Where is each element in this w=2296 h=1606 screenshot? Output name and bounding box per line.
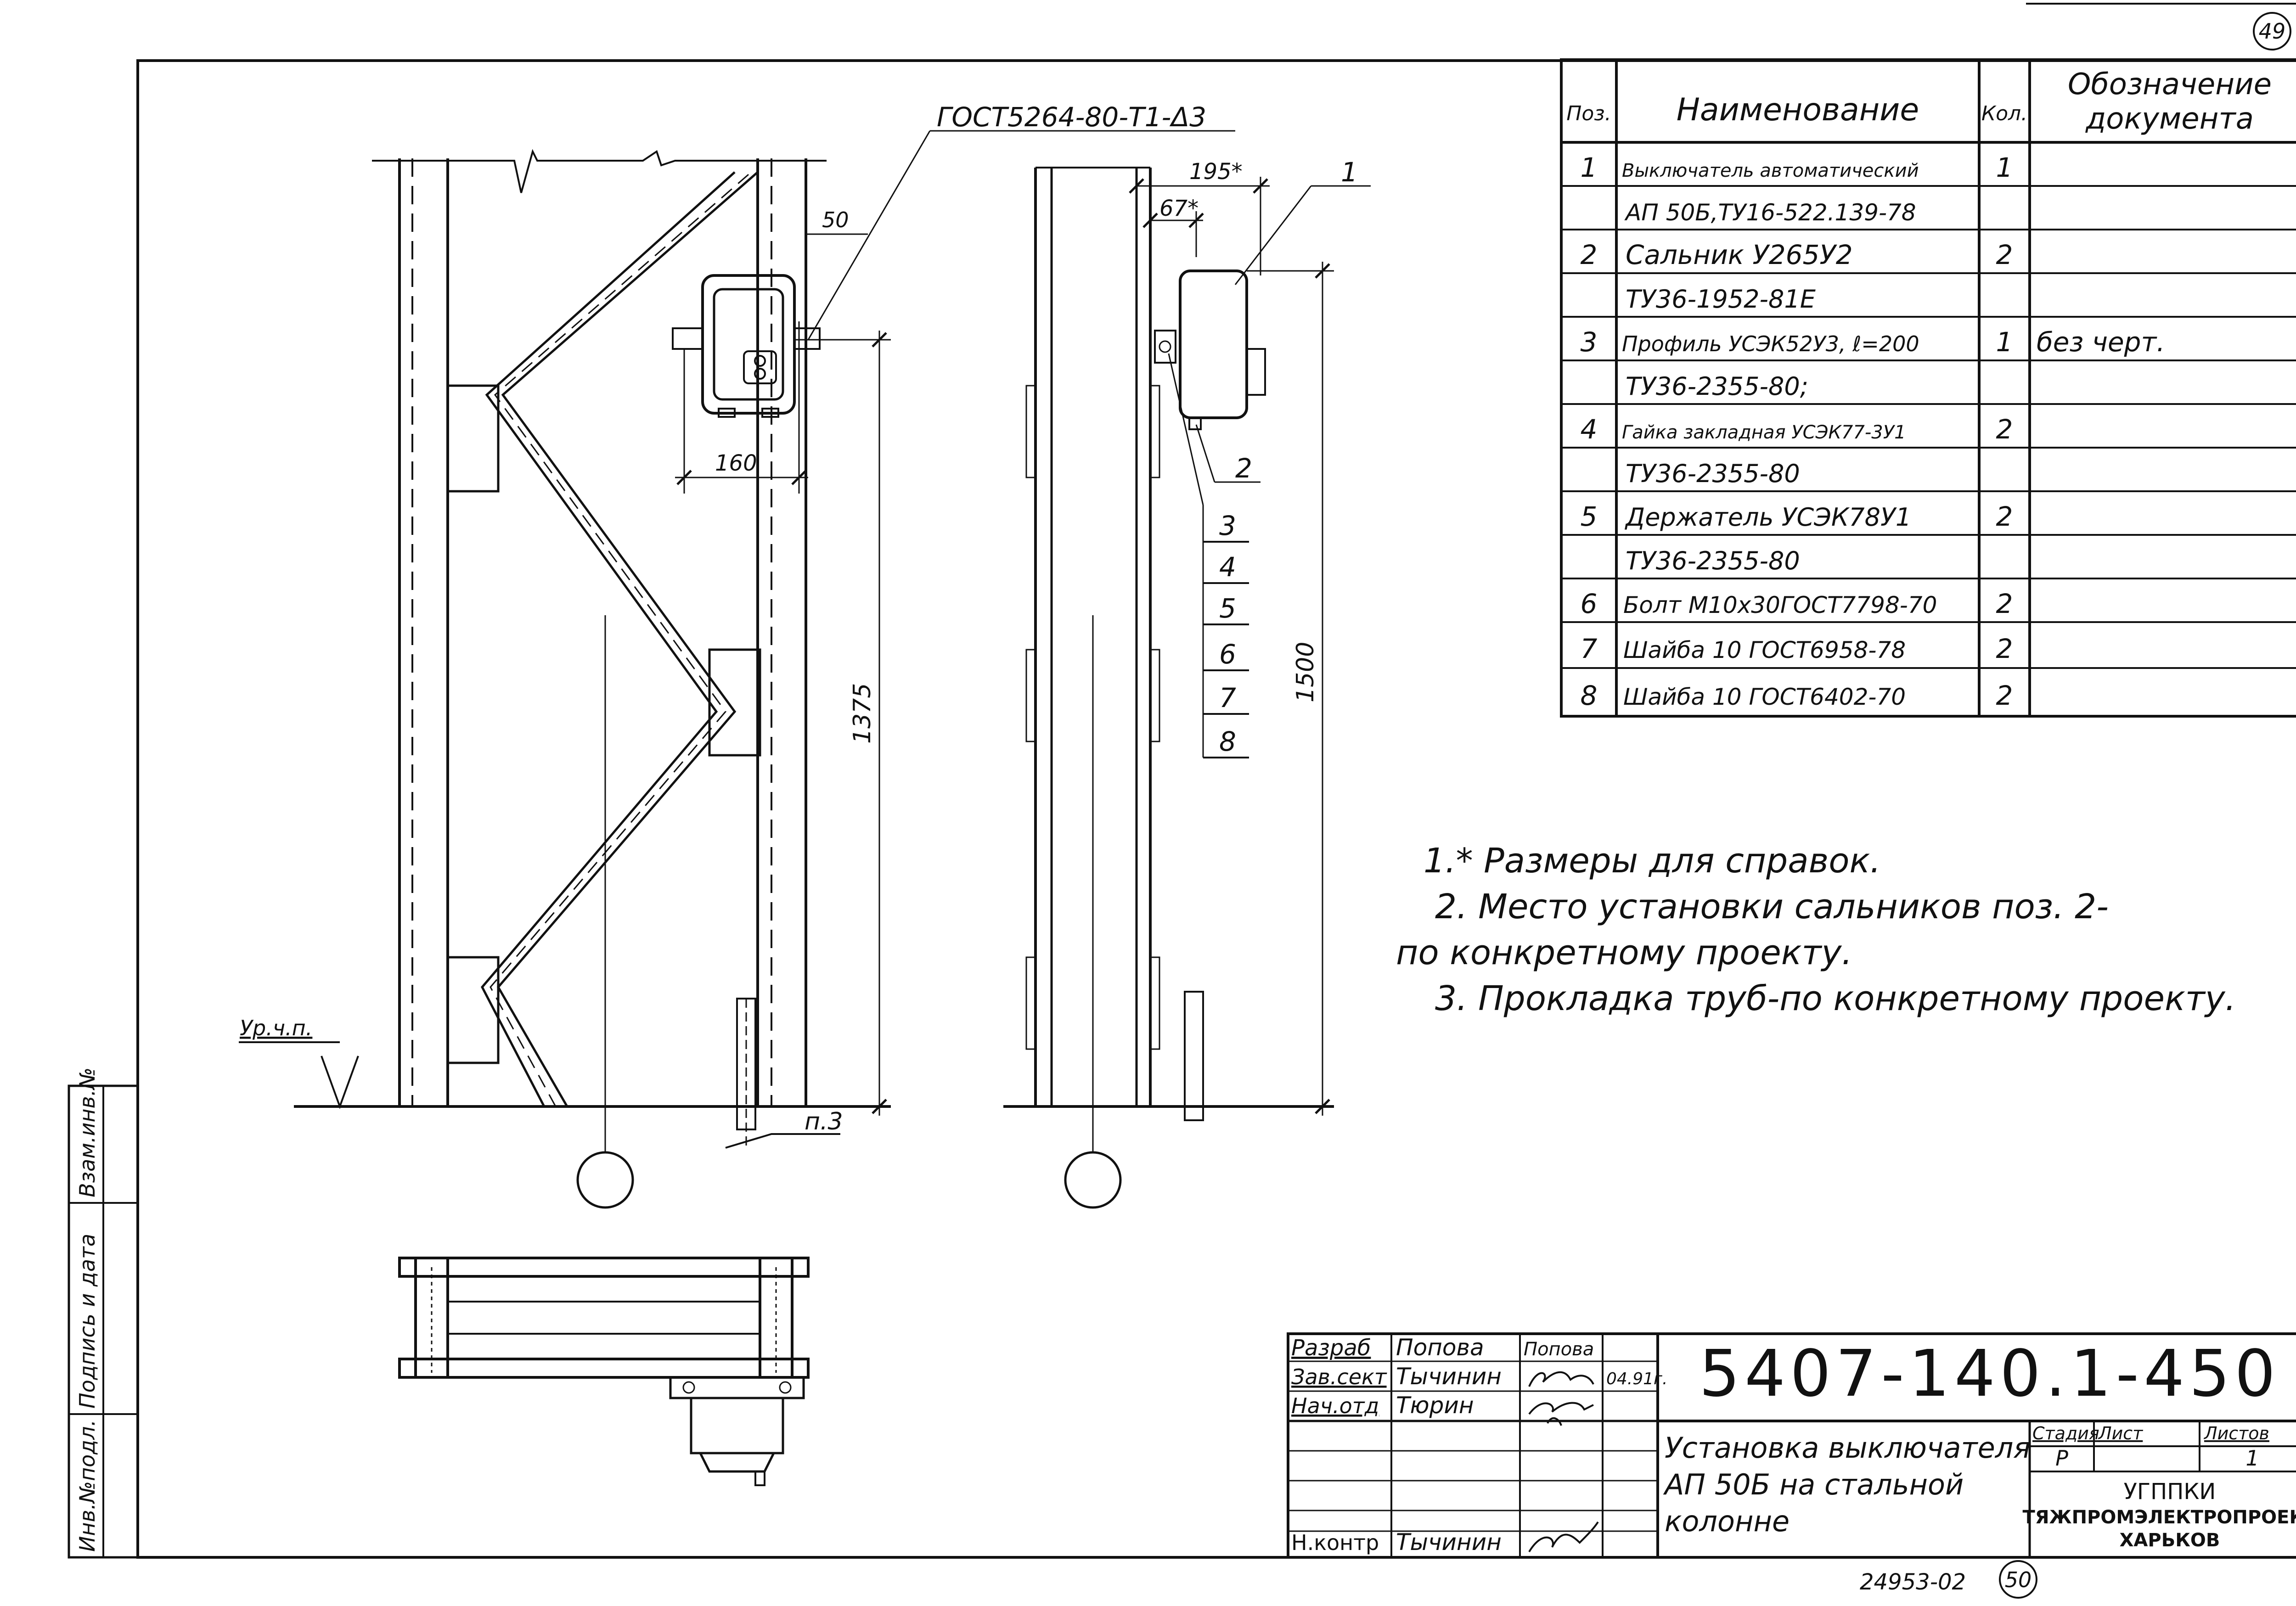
row-6-name: ТУ36-2355-80; [1626,372,1808,401]
side-view: 195* 67* 1500 1 2 3 4 5 6 7 8 [1003,157,1371,1209]
row-10-name: ТУ36-2355-80 [1626,546,1800,575]
row-11-pos: 6 [1581,588,1598,619]
spec-col-pos: 1 2 3 4 5 6 7 8 [1581,152,1598,711]
dim-50: 50 [822,208,849,232]
sheets-value: 1 [2245,1446,2259,1471]
title-line-1: Установка выключателя [1665,1431,2031,1465]
callout-7: 7 [1219,682,1236,713]
sheet-number-bottom: 50 [1999,1560,2037,1599]
sheet-label: Лист [2098,1423,2144,1443]
role-razrab: Разраб [1291,1335,1371,1361]
sheets-label: Листов [2203,1423,2269,1443]
note-1: 1.* Размеры для справок. [1424,841,1881,881]
row-11-qty: 2 [1996,588,2013,619]
row-3-pos: 2 [1581,239,1598,270]
name-tychinin: Тычинин [1396,1363,1502,1390]
title-line-3: колонне [1665,1505,1790,1538]
org-line-1: УГППКИ [2124,1479,2216,1505]
row-8-name: ТУ36-2355-80 [1626,459,1800,488]
name-tychinin-2: Тычинин [1396,1529,1502,1555]
pipe-label: п.3 [805,1108,843,1135]
callout-6: 6 [1219,639,1236,670]
row-12-name: Шайба 10 ГОСТ6958-78 [1623,637,1906,663]
sheet-frame [136,3,2296,1559]
row-13-pos: 8 [1581,680,1598,711]
side-stamp-inv: Инв.№подл. [75,1420,100,1552]
name-tyurin: Тюрин [1396,1392,1474,1419]
hdr-doc-1: Обозначение [2068,67,2272,101]
row-9-name: Держатель УСЭК78У1 [1625,503,1911,532]
row-4-name: ТУ36-1952-81Е [1626,285,1816,314]
signature-tyurin [1528,1402,1594,1426]
row-7-name: Гайка закладная УСЭК77-3У1 [1622,422,1906,443]
row-5-pos: 3 [1581,326,1598,358]
row-3-name: Сальник У265У2 [1626,239,1853,270]
note-2-cont: по конкретному проекту. [1396,933,1852,972]
note-2: 2. Место установки сальников поз. 2- [1435,887,2109,927]
row-5-doc: без черт. [2037,326,2165,358]
callout-8: 8 [1219,726,1236,757]
signature-nkontr [1528,1521,1599,1553]
role-nachotd: Нач.отд [1291,1393,1379,1418]
stage-label: Стадия [2032,1423,2099,1443]
row-7-pos: 4 [1581,414,1598,445]
row-11-name: Болт М10х30ГОСТ7798-70 [1623,592,1937,618]
level-label: Ур.ч.п. [240,1016,312,1040]
hdr-pos: Поз. [1566,102,1611,125]
plan-section [398,1257,810,1486]
row-2-name: АП 50Б,ТУ16-522.139-78 [1624,199,1916,226]
dim-195: 195* [1189,159,1243,185]
row-9-qty: 2 [1996,501,2013,532]
spec-table: Поз. Наименование Кол. Обозначение докум… [1560,58,2296,718]
side-stamp-sign: Подпись и дата [75,1234,100,1409]
row-5-name: Профиль УСЭК52У3, ℓ=200 [1622,331,1919,356]
hdr-name: Наименование [1677,92,1919,128]
role-nkontr: Н.контр [1291,1530,1379,1555]
callout-3: 3 [1219,510,1236,541]
side-stamp-vzam: Взам.инв.№ [75,1067,100,1197]
row-3-qty: 2 [1996,239,2013,270]
row-12-pos: 7 [1581,633,1598,664]
role-zavsekt: Зав.сект [1291,1365,1387,1389]
title-block: Разраб Зав.сект Нач.отд Н.контр Попова Т… [1287,1332,2296,1559]
archive-number: 24953-02 [1860,1569,1966,1595]
row-7-qty: 2 [1996,414,2013,445]
weld-note: ГОСТ5264-80-Т1-Δ3 [937,101,1206,133]
sheet-number-top: 49 [2253,12,2291,51]
row-9-pos: 5 [1581,501,1598,532]
row-13-qty: 2 [1996,680,2013,711]
front-view: Ур.ч.п. п.3 160 50 1375 [239,101,1235,1209]
title-line-2: АП 50Б на стальной [1663,1468,1964,1501]
notes: 1.* Размеры для справок. 2. Место устано… [1396,841,2236,1018]
row-5-qty: 1 [1996,326,2013,358]
sign-popova: Попова [1524,1339,1594,1360]
name-popova: Попова [1396,1334,1484,1361]
dim-1500: 1500 [1292,642,1319,702]
org-line-3: ХАРЬКОВ [2120,1530,2220,1551]
dim-67: 67* [1159,196,1199,221]
stage-value: Р [2055,1446,2068,1471]
note-3: 3. Прокладка труб-по конкретному проекту… [1435,979,2236,1018]
callout-1: 1 [1341,157,1358,188]
dim-1375: 1375 [849,683,876,744]
callout-2: 2 [1235,453,1252,484]
row-13-name: Шайба 10 ГОСТ6402-70 [1623,684,1906,710]
svg-text:49: 49 [2259,19,2286,44]
row-1-name: Выключатель автоматический [1622,160,1919,181]
row-12-qty: 2 [1996,633,2013,664]
dim-160: 160 [715,450,757,476]
designation: 5407-140.1-450 [1699,1336,2280,1411]
signature-tychinin [1528,1371,1594,1387]
hdr-doc-2: документа [2085,102,2254,136]
callout-5: 5 [1219,593,1236,624]
org-line-2: ТЯЖПРОМЭЛЕКТРОПРОЕКТ [2023,1507,2296,1528]
hdr-qty: Кол. [1981,102,2027,125]
callout-4: 4 [1219,551,1236,583]
row-1-pos: 1 [1581,152,1598,183]
row-1-qty: 1 [1996,152,2013,183]
date: 04.91г. [1606,1370,1667,1388]
side-stamp: Инв.№подл. Подпись и дата Взам.инв.№ [68,1067,139,1559]
svg-text:50: 50 [2005,1567,2032,1592]
